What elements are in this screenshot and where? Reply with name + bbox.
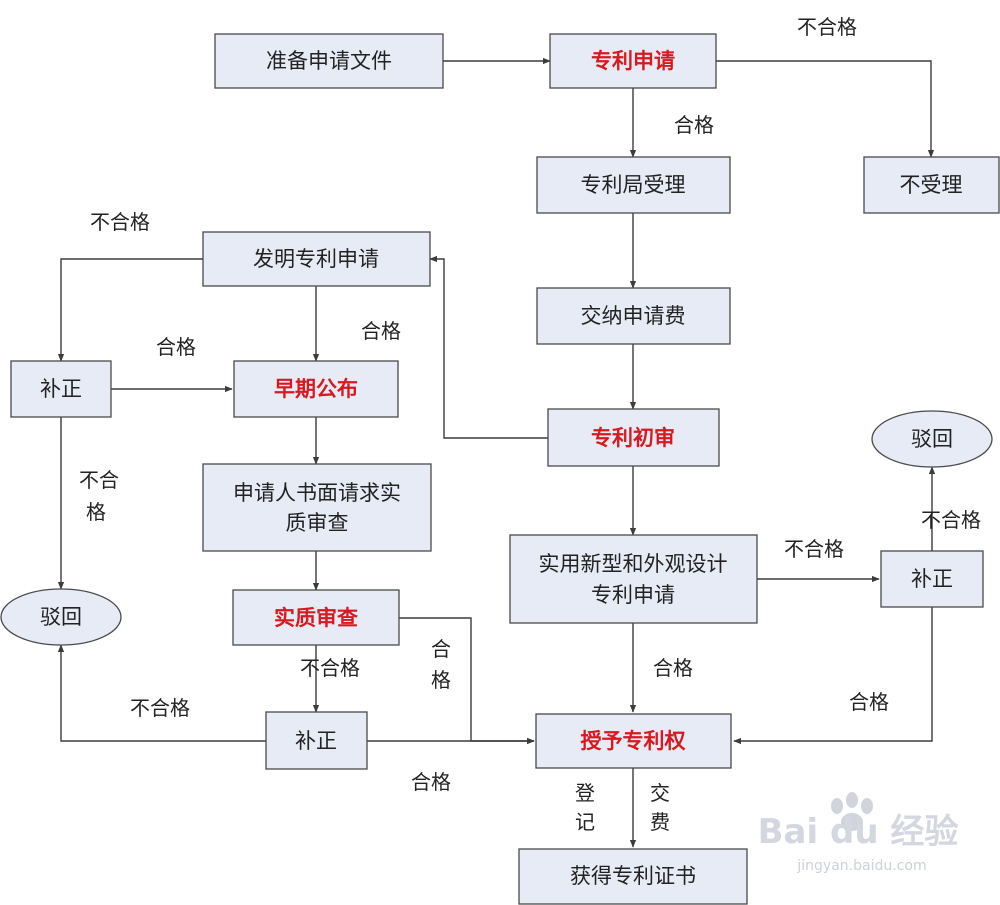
- arrow-correction-bottom-to-rejected: [57, 644, 266, 742]
- node-grant-patent: 授予专利权: [535, 713, 732, 769]
- node-correction-left-label: 补正: [40, 377, 82, 401]
- node-not-accepted-label: 不受理: [900, 173, 963, 197]
- label-pass-top: 合格: [674, 113, 714, 137]
- label-fail-substantive: 不合格: [300, 656, 360, 680]
- node-office-accept: 专利局受理: [536, 156, 731, 214]
- node-pay-fee: 交纳申请费: [536, 287, 731, 345]
- node-rejected-left: 驳回: [0, 588, 122, 646]
- node-early-publication: 早期公布: [233, 360, 399, 418]
- label-pass-substantive-line2: 格: [431, 668, 451, 692]
- arrow-correction-right-to-grant: [733, 607, 933, 745]
- label-register-line1: 登: [575, 781, 595, 805]
- label-fail-left-line2: 格: [86, 500, 106, 524]
- node-substantive-exam: 实质审查: [232, 589, 400, 646]
- label-pass-correction-left: 合格: [156, 335, 196, 359]
- watermark-url: jingyan.baidu.com: [796, 858, 926, 874]
- arrow-substantive-to-grant: [399, 617, 535, 745]
- node-utility-design-application: 实用新型和外观设计 专利申请: [509, 534, 758, 624]
- node-get-certificate: 获得专利证书: [518, 848, 748, 905]
- node-patent-application: 专利申请: [549, 33, 717, 89]
- label-fail-top: 不合格: [797, 15, 857, 39]
- label-pass-utility: 合格: [653, 656, 693, 680]
- label-pay-line1: 交: [650, 781, 670, 805]
- node-preliminary-exam: 专利初审: [547, 408, 720, 467]
- label-fail-utility: 不合格: [784, 537, 844, 561]
- node-rejected-right-label: 驳回: [911, 427, 953, 451]
- label-pass-early-publication: 合格: [361, 319, 401, 343]
- label-fail-invention: 不合格: [90, 210, 150, 234]
- node-not-accepted: 不受理: [863, 156, 1000, 214]
- node-pay-fee-label: 交纳申请费: [581, 304, 686, 328]
- node-patent-application-label: 专利申请: [591, 49, 675, 73]
- label-pay-line2: 费: [650, 810, 670, 834]
- label-fail-right-up: 不合格: [921, 508, 981, 532]
- label-pass-correction-bottom: 合格: [411, 770, 451, 794]
- node-invention-application: 发明专利申请: [202, 231, 431, 287]
- node-correction-right: 补正: [880, 550, 984, 608]
- node-grant-patent-label: 授予专利权: [581, 729, 686, 753]
- label-pass-correction-right: 合格: [849, 690, 889, 714]
- arrow-invention-to-correction: [57, 258, 203, 362]
- connectors: [57, 57, 936, 848]
- node-request-exam-line2: 质审查: [286, 511, 349, 535]
- label-fail-left-line1: 不合: [79, 468, 119, 492]
- node-preliminary-exam-label: 专利初审: [591, 426, 675, 450]
- node-correction-bottom-label: 补正: [295, 729, 337, 753]
- baidu-jingyan-watermark: Bai du 经验 jingyan.baidu.com: [758, 792, 959, 874]
- node-correction-left: 补正: [10, 360, 112, 418]
- label-pass-substantive-line1: 合: [431, 637, 451, 661]
- arrow-apply-to-not-accepted: [716, 60, 935, 158]
- node-utility-design-line1: 实用新型和外观设计: [539, 552, 728, 576]
- node-correction-right-label: 补正: [911, 567, 953, 591]
- node-utility-design-line2: 专利申请: [591, 583, 675, 607]
- node-prepare-files-label: 准备申请文件: [266, 49, 392, 73]
- arrow-preliminary-to-invention: [429, 255, 548, 439]
- node-rejected-right: 驳回: [871, 410, 993, 468]
- node-substantive-exam-label: 实质审查: [274, 606, 358, 630]
- node-rejected-left-label: 驳回: [40, 605, 82, 629]
- node-office-accept-label: 专利局受理: [581, 173, 686, 197]
- watermark-brand: Bai du 经验: [758, 812, 959, 852]
- node-prepare-files: 准备申请文件: [214, 33, 444, 89]
- node-early-publication-label: 早期公布: [274, 377, 358, 401]
- node-correction-bottom: 补正: [265, 711, 368, 770]
- node-get-certificate-label: 获得专利证书: [570, 864, 696, 888]
- node-invention-application-label: 发明专利申请: [253, 247, 379, 271]
- node-request-substantive-exam: 申请人书面请求实 质审查: [202, 463, 432, 552]
- label-fail-bottom: 不合格: [130, 696, 190, 720]
- label-register-line2: 记: [575, 810, 595, 834]
- paw-icon: [831, 792, 873, 831]
- edge-labels: 不合格 合格 不合格 合格 合格 不合 格 不合格 不合格 合 格 不合格 合格…: [79, 15, 981, 834]
- node-request-exam-line1: 申请人书面请求实: [233, 481, 401, 505]
